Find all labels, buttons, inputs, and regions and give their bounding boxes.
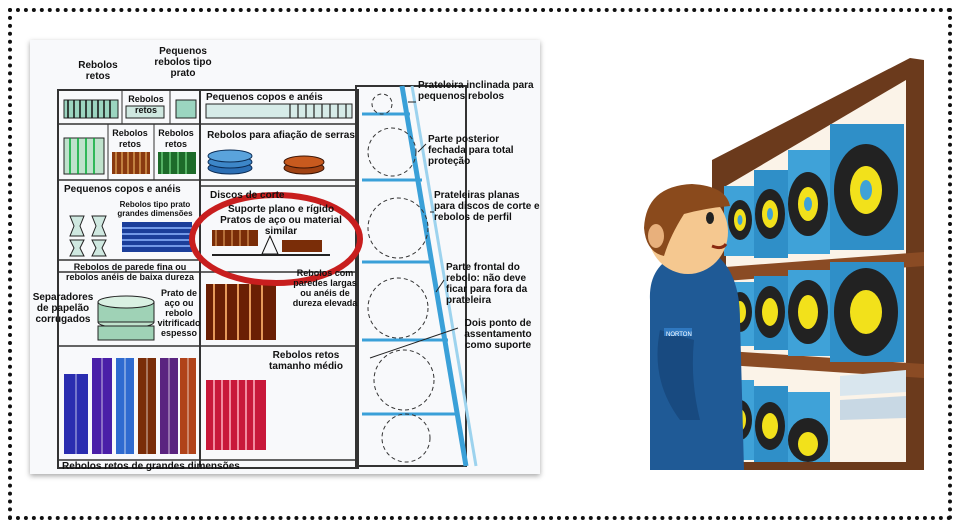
shirt-badge: NORTON (666, 332, 692, 338)
wooden-shelf (712, 58, 924, 470)
